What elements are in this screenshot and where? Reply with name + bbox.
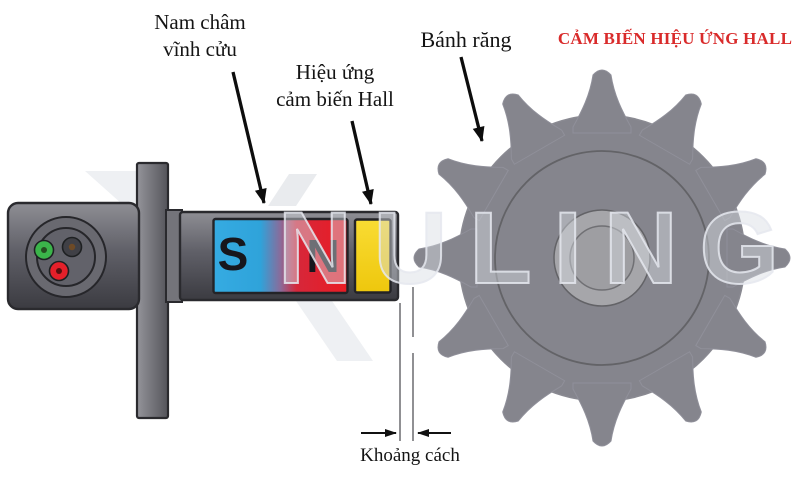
gear-bore: [569, 225, 635, 291]
label-hall-effect-sensor: Hiệu ứng cảm biến Hall: [248, 59, 422, 114]
gear-wheel: [413, 69, 791, 447]
hall-sensor-assembly: S N: [6, 161, 400, 420]
leader-arrows: [231, 56, 485, 205]
gear-inner-ring: [494, 150, 710, 366]
label-gear: Bánh răng: [420, 27, 512, 52]
arrow-to-hall-element: [350, 120, 374, 205]
label-hall-line1: Hiệu ứng: [295, 60, 375, 84]
connector-face: [25, 216, 107, 298]
hall-element: [353, 218, 392, 294]
magnet-north-label: N: [306, 230, 339, 282]
mounting-flange: [135, 161, 170, 420]
diagram-title: CẢM BIẾN HIỆU ỨNG HALL: [557, 29, 793, 48]
magnet-south-label: S: [218, 228, 249, 280]
label-hall-line2: cảm biến Hall: [276, 87, 394, 112]
label-permanent-magnet: Nam châm vĩnh cửu: [118, 9, 282, 64]
arrow-to-magnet: [231, 71, 267, 204]
label-permanent-magnet-line1: Nam châm: [154, 10, 246, 34]
label-gap-distance: Khoảng cách: [360, 445, 460, 466]
permanent-magnet: S N: [212, 217, 349, 295]
arrow-to-gear: [459, 56, 485, 142]
gap-measurement: [399, 287, 414, 441]
watermark-text: NULING: [278, 191, 800, 305]
label-permanent-magnet-line2: vĩnh cửu: [163, 37, 237, 62]
